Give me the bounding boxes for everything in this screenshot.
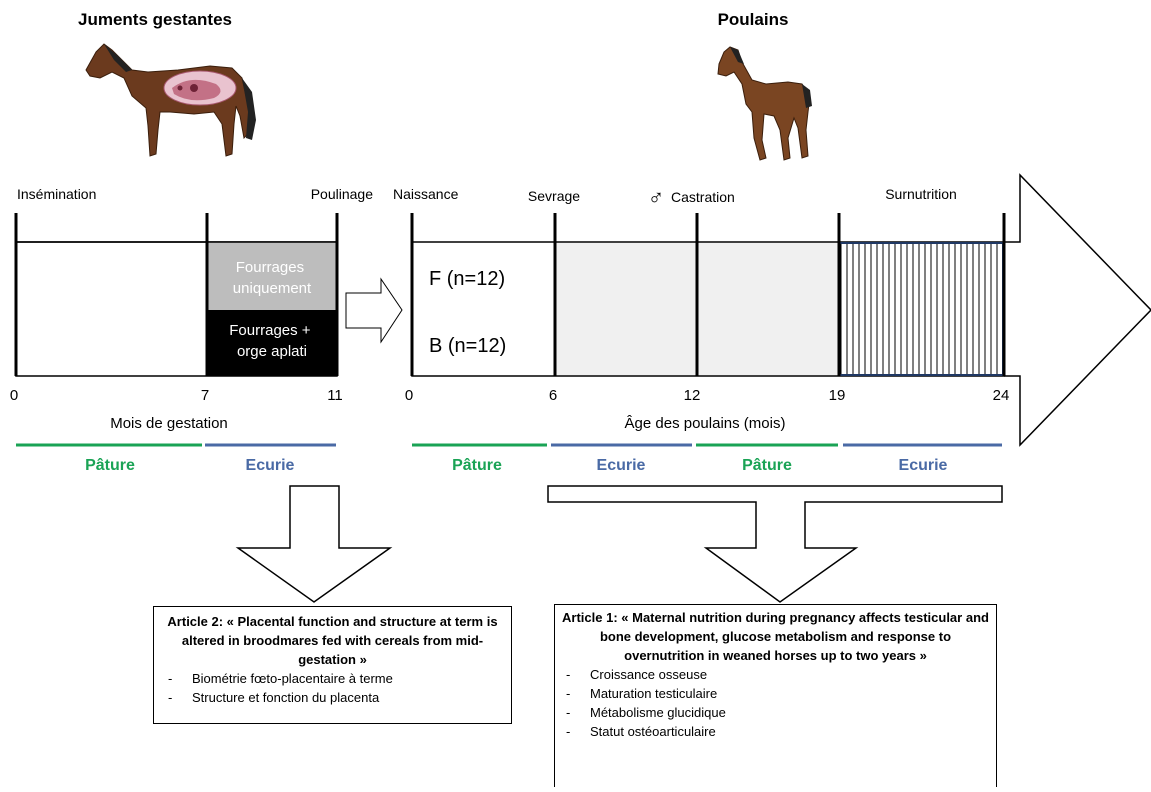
event-naissance: Naissance bbox=[393, 186, 459, 202]
mare-illustration bbox=[85, 43, 256, 157]
forage-only-label: Fourrages uniquement bbox=[233, 259, 312, 297]
list-item: -Croissance osseuse bbox=[566, 667, 708, 682]
forage-barley-label: Fourrages + orge aplati bbox=[229, 322, 314, 360]
event-castration: Castration bbox=[671, 189, 735, 205]
list-item: -Métabolisme glucidique bbox=[566, 705, 726, 720]
event-insemination: Insémination bbox=[17, 186, 96, 202]
forage-only-group bbox=[207, 242, 337, 310]
gestation-axis-label: Mois de gestation bbox=[110, 415, 228, 432]
group-b-label: B (n=12) bbox=[429, 335, 506, 357]
forage-barley-group bbox=[207, 310, 337, 376]
event-surnutrition: Surnutrition bbox=[885, 186, 957, 202]
article1-list: -Croissance osseuse -Maturation testicul… bbox=[560, 665, 991, 741]
list-item: -Structure et fonction du placenta bbox=[168, 690, 380, 705]
foal-illustration bbox=[717, 46, 812, 161]
list-item: -Biométrie fœto-placentaire à terme bbox=[168, 671, 393, 686]
foal-tick-24: 24 bbox=[993, 387, 1010, 404]
down-arrow-icon bbox=[235, 485, 393, 603]
gestation-housing-pasture: Pâture bbox=[85, 457, 135, 474]
foal-housing-stable-1: Ecurie bbox=[597, 457, 646, 474]
foal-tick-6: 6 bbox=[549, 387, 557, 404]
gestation-tick-11: 11 bbox=[327, 387, 343, 404]
foal-housing-pasture-2: Pâture bbox=[742, 457, 792, 474]
list-item: -Statut ostéoarticulaire bbox=[566, 724, 716, 739]
gestation-housing-stable: Ecurie bbox=[246, 457, 295, 474]
foal-axis-label: Âge des poulains (mois) bbox=[625, 415, 786, 432]
right-arrow-icon bbox=[345, 277, 403, 344]
event-poulinage: Poulinage bbox=[311, 186, 373, 202]
article1-title: Article 1: « Maternal nutrition during p… bbox=[562, 610, 989, 663]
foal-housing-stable-2: Ecurie bbox=[899, 457, 948, 474]
foal-tick-19: 19 bbox=[829, 387, 846, 404]
down-arrow-icon-foals bbox=[547, 485, 1003, 603]
article1-box: Article 1: « Maternal nutrition during p… bbox=[554, 604, 997, 787]
list-item: -Maturation testiculaire bbox=[566, 686, 718, 701]
gestation-tick-7: 7 bbox=[201, 387, 209, 404]
article2-list: -Biométrie fœto-placentaire à terme -Str… bbox=[162, 669, 503, 707]
foal-housing-pasture-1: Pâture bbox=[452, 457, 502, 474]
foal-tick-12: 12 bbox=[684, 387, 701, 404]
event-sevrage: Sevrage bbox=[528, 188, 580, 204]
big-right-arrow bbox=[1004, 173, 1151, 447]
article2-title: Article 2: « Placental function and stru… bbox=[167, 614, 498, 667]
foal-tick-0: 0 bbox=[405, 387, 413, 404]
mares-title: Juments gestantes bbox=[78, 10, 232, 29]
gestation-tick-0: 0 bbox=[10, 387, 18, 404]
foals-title: Poulains bbox=[718, 10, 789, 29]
male-symbol-icon: ♂ bbox=[648, 185, 665, 210]
article2-box: Article 2: « Placental function and stru… bbox=[153, 606, 512, 724]
group-f-label: F (n=12) bbox=[429, 268, 505, 290]
overnutrition-period bbox=[838, 242, 1004, 376]
